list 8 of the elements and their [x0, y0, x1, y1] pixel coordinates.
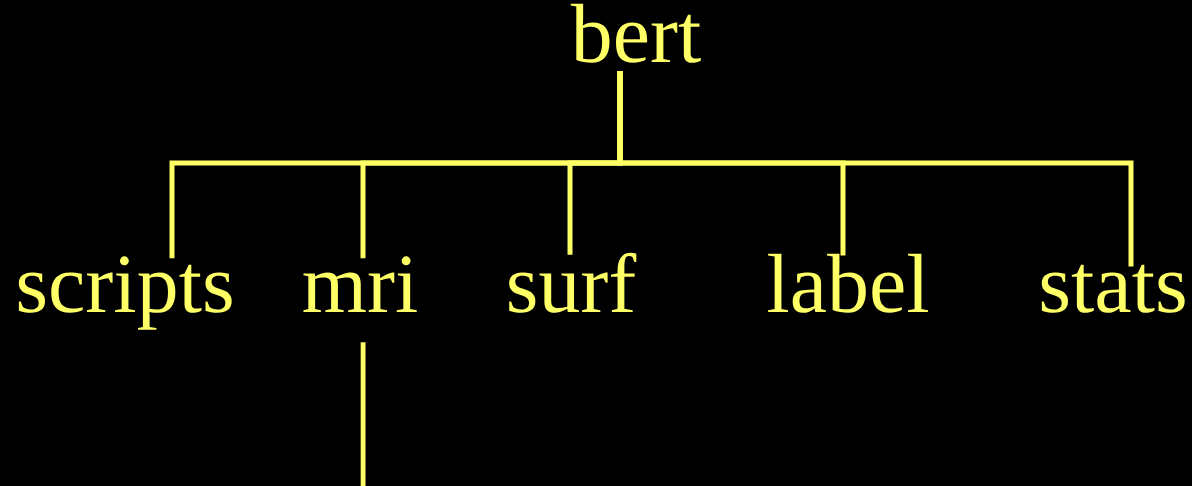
folder-label: label: [768, 253, 928, 313]
tree-line: [617, 71, 1134, 267]
folder-label: stats: [1041, 264, 1185, 313]
folder-label: surf: [509, 252, 637, 313]
folder-label: scripts: [18, 256, 232, 330]
folder-label: bert: [570, 3, 701, 63]
folder-label: mri: [303, 256, 417, 312]
tree-line: [360, 342, 366, 486]
